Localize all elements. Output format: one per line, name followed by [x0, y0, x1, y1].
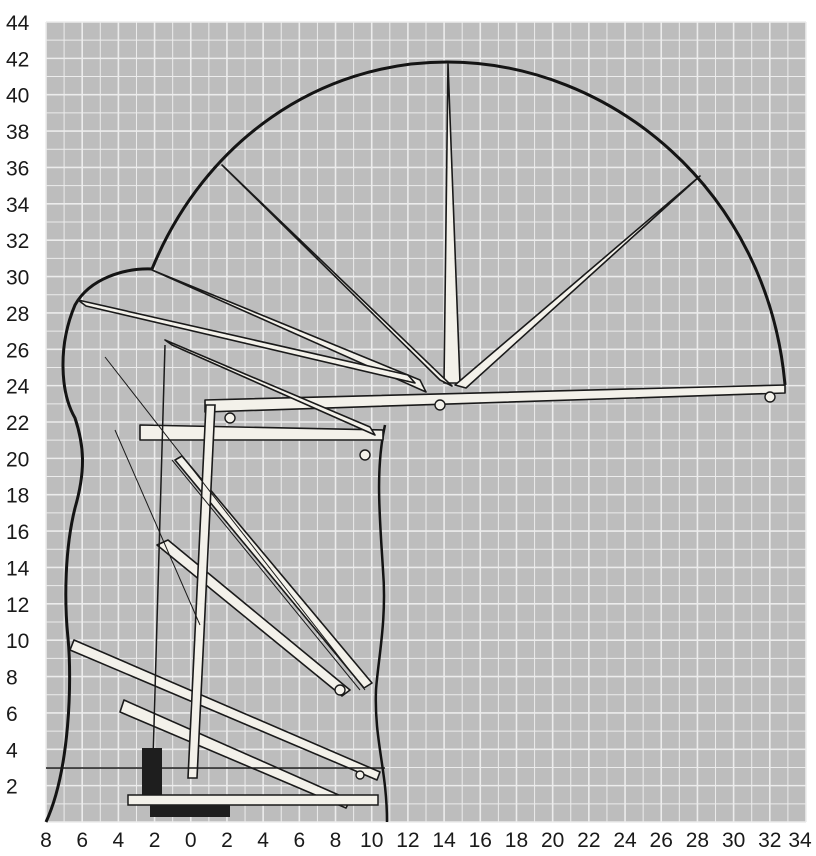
stay-cable-2 [114, 429, 201, 626]
y-tick-label: 40 [6, 85, 29, 108]
y-tick-label: 44 [6, 12, 30, 35]
x-tick-label: 8 [40, 829, 52, 852]
x-tick-label: 2 [221, 829, 233, 852]
y-tick-label: 30 [6, 267, 29, 290]
boom-horizontal-long [204, 384, 786, 413]
y-tick-label: 10 [6, 630, 29, 653]
hook-icon [434, 399, 446, 411]
hoist-cable [151, 344, 166, 796]
boom-horizontal-mid [139, 424, 384, 441]
hooks [224, 391, 776, 780]
x-tick-label: 8 [330, 829, 342, 852]
boom-pivot-a [164, 339, 376, 436]
boom-vertical [443, 63, 461, 384]
working-range-envelope [44, 60, 787, 823]
x-tick-label: 18 [505, 829, 528, 852]
boom-low-left [151, 269, 427, 393]
y-tick-label: 14 [6, 557, 30, 580]
hook-icon [355, 770, 365, 780]
y-tick-label: 18 [6, 485, 29, 508]
y-tick-label: 12 [6, 594, 29, 617]
x-tick-label: 22 [577, 829, 600, 852]
hook-icon [764, 391, 776, 403]
x-tick-label: 24 [613, 829, 637, 852]
stay-cable-3 [171, 459, 361, 691]
y-tick-label: 36 [6, 157, 29, 180]
x-tick-label: 20 [541, 829, 564, 852]
inner-range-envelope [374, 424, 389, 823]
x-tick-label: 2 [149, 829, 161, 852]
crane-base [127, 794, 379, 806]
y-tick-label: 4 [6, 739, 18, 762]
x-tick-label: 34 [788, 829, 812, 852]
y-tick-label: 8 [6, 667, 18, 690]
y-tick-label: 22 [6, 412, 29, 435]
boom-lower-1 [69, 639, 381, 781]
mast [187, 404, 216, 779]
hook-icon [224, 412, 236, 424]
x-tick-label: 28 [686, 829, 709, 852]
x-tick-label: 26 [650, 829, 673, 852]
x-tick-label: 6 [293, 829, 305, 852]
boom-angled-left [221, 164, 453, 387]
x-tick-label: 16 [469, 829, 492, 852]
y-tick-label: 20 [6, 448, 29, 471]
y-tick-label: 6 [6, 703, 18, 726]
x-tick-label: 4 [113, 829, 125, 852]
x-tick-label: 10 [360, 829, 383, 852]
y-tick-label: 38 [6, 121, 29, 144]
hook-icon [359, 449, 371, 461]
boom-left-upper [77, 299, 416, 384]
y-tick-label: 24 [6, 376, 30, 399]
x-tick-label: 6 [76, 829, 88, 852]
y-tick-label: 32 [6, 230, 29, 253]
x-tick-label: 14 [432, 829, 456, 852]
x-tick-label: 32 [758, 829, 781, 852]
x-tick-label: 4 [257, 829, 269, 852]
y-tick-label: 16 [6, 521, 29, 544]
y-tick-label: 28 [6, 303, 29, 326]
crane-chassis [150, 805, 230, 817]
y-tick-label: 42 [6, 48, 29, 71]
stay-cable-1 [104, 356, 366, 691]
x-tick-label: 0 [185, 829, 197, 852]
y-tick-label: 2 [6, 776, 18, 799]
counterweight [142, 748, 162, 795]
boom-angled-right [454, 175, 701, 389]
y-tick-label: 26 [6, 339, 29, 362]
x-tick-label: 30 [722, 829, 745, 852]
y-tick-label: 34 [6, 194, 30, 217]
hook-icon [334, 684, 346, 696]
x-tick-label: 12 [396, 829, 419, 852]
